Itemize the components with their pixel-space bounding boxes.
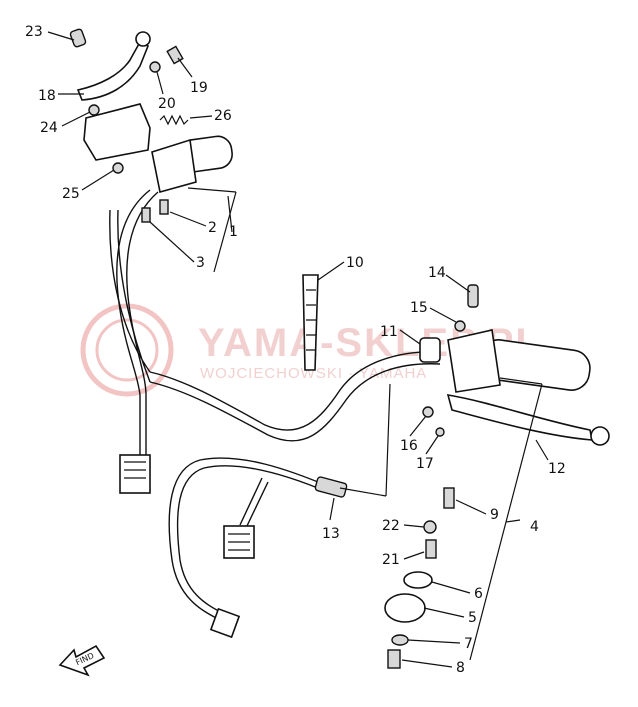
- callout-16: 16: [400, 438, 418, 454]
- master-holder-11: [419, 337, 441, 363]
- lever-holder: [83, 103, 151, 161]
- leader-line-6: [431, 581, 471, 594]
- left-wire-harness: [116, 189, 159, 494]
- bracket-line-7: [505, 519, 521, 523]
- washer-7: [391, 634, 409, 646]
- find-arrow: FIND: [58, 644, 106, 677]
- leader-line-9: [455, 499, 487, 515]
- washer-17: [435, 427, 445, 437]
- callout-24: 24: [40, 120, 58, 136]
- callout-5: 5: [468, 610, 477, 626]
- callout-4: 4: [530, 519, 539, 535]
- callout-18: 18: [38, 88, 56, 104]
- callout-13: 13: [322, 526, 340, 542]
- left-handlebar-switch: [151, 138, 197, 194]
- left-switch-connector: [119, 454, 151, 494]
- callout-22: 22: [382, 518, 400, 534]
- leader-line-15: [429, 307, 457, 323]
- leader-line-11: [399, 329, 421, 345]
- part-6: [403, 571, 433, 589]
- leader-line-26: [189, 115, 213, 119]
- screw-21: [425, 539, 437, 559]
- leader-line-10: [317, 261, 345, 281]
- leader-line-16: [409, 415, 427, 437]
- callout-21: 21: [382, 552, 400, 568]
- leader-line-21: [403, 551, 425, 560]
- bracket-line-6: [499, 377, 543, 385]
- find-arrow-shape: [58, 644, 106, 677]
- leader-line-22: [403, 524, 425, 528]
- screw-9: [443, 487, 455, 509]
- callout-7: 7: [464, 636, 473, 652]
- bracket-line-0: [187, 187, 237, 193]
- choke-lever: [76, 40, 150, 101]
- callout-10: 10: [346, 255, 364, 271]
- screw-23: [69, 28, 87, 48]
- brake-lever-ball-end: [590, 426, 610, 446]
- leader-line-17: [425, 435, 439, 455]
- leader-line-19: [177, 57, 193, 78]
- bracket-line-1: [213, 191, 237, 273]
- clutch-switch: [314, 476, 348, 498]
- spring-26: [159, 114, 189, 126]
- nut-24: [88, 104, 100, 116]
- right-lever-group: [384, 284, 610, 669]
- nut-20: [149, 61, 161, 73]
- leader-line-20: [156, 71, 164, 95]
- nut-15: [454, 320, 466, 332]
- bracket-line-4: [385, 383, 391, 497]
- screw-8: [387, 649, 401, 669]
- band-10: [302, 274, 319, 371]
- leader-line-13: [329, 497, 335, 521]
- right-handlebar-switch: [447, 329, 501, 393]
- leader-line-7: [407, 639, 461, 644]
- callout-9: 9: [490, 507, 499, 523]
- left-lever-group: [69, 28, 233, 223]
- lever-ball-end: [135, 31, 151, 47]
- right-switch-connector-small: [209, 607, 241, 639]
- callout-17: 17: [416, 456, 434, 472]
- callout-15: 15: [410, 300, 428, 316]
- cable-band: [302, 274, 319, 371]
- nut-22: [423, 520, 437, 534]
- leader-lines: [47, 31, 549, 668]
- callout-14: 14: [428, 265, 446, 281]
- leader-line-3: [149, 221, 195, 263]
- callout-1: 1: [229, 224, 238, 240]
- leader-line-12: [535, 439, 549, 461]
- leader-line-5: [423, 607, 465, 618]
- leader-line-23: [47, 31, 75, 41]
- leader-line-8: [401, 659, 453, 668]
- callout-11: 11: [380, 324, 398, 340]
- front-brake-lever: [446, 394, 593, 441]
- bolt-14: [467, 284, 479, 308]
- callout-20: 20: [158, 96, 176, 112]
- callout-6: 6: [474, 586, 483, 602]
- leader-line-2: [169, 211, 207, 227]
- bracket-line-3: [339, 487, 387, 497]
- right-switch-wiring: [168, 457, 348, 639]
- callout-25: 25: [62, 186, 80, 202]
- leader-line-25: [81, 169, 115, 191]
- callout-8: 8: [456, 660, 465, 676]
- leader-line-14: [445, 274, 471, 293]
- leader-line-24: [61, 111, 91, 127]
- part-5: [384, 593, 426, 623]
- nut-16: [422, 406, 434, 418]
- handlebar: [109, 209, 441, 442]
- screw-3: [141, 207, 151, 223]
- callout-19: 19: [190, 80, 208, 96]
- callout-3: 3: [196, 255, 205, 271]
- callout-23: 23: [25, 24, 43, 40]
- watermark-logo-inner: [95, 318, 159, 382]
- screw-2: [159, 199, 169, 215]
- callout-26: 26: [214, 108, 232, 124]
- callout-2: 2: [208, 220, 217, 236]
- bracket-line-2: [227, 195, 233, 233]
- callout-12: 12: [548, 461, 566, 477]
- nut-25: [112, 162, 124, 174]
